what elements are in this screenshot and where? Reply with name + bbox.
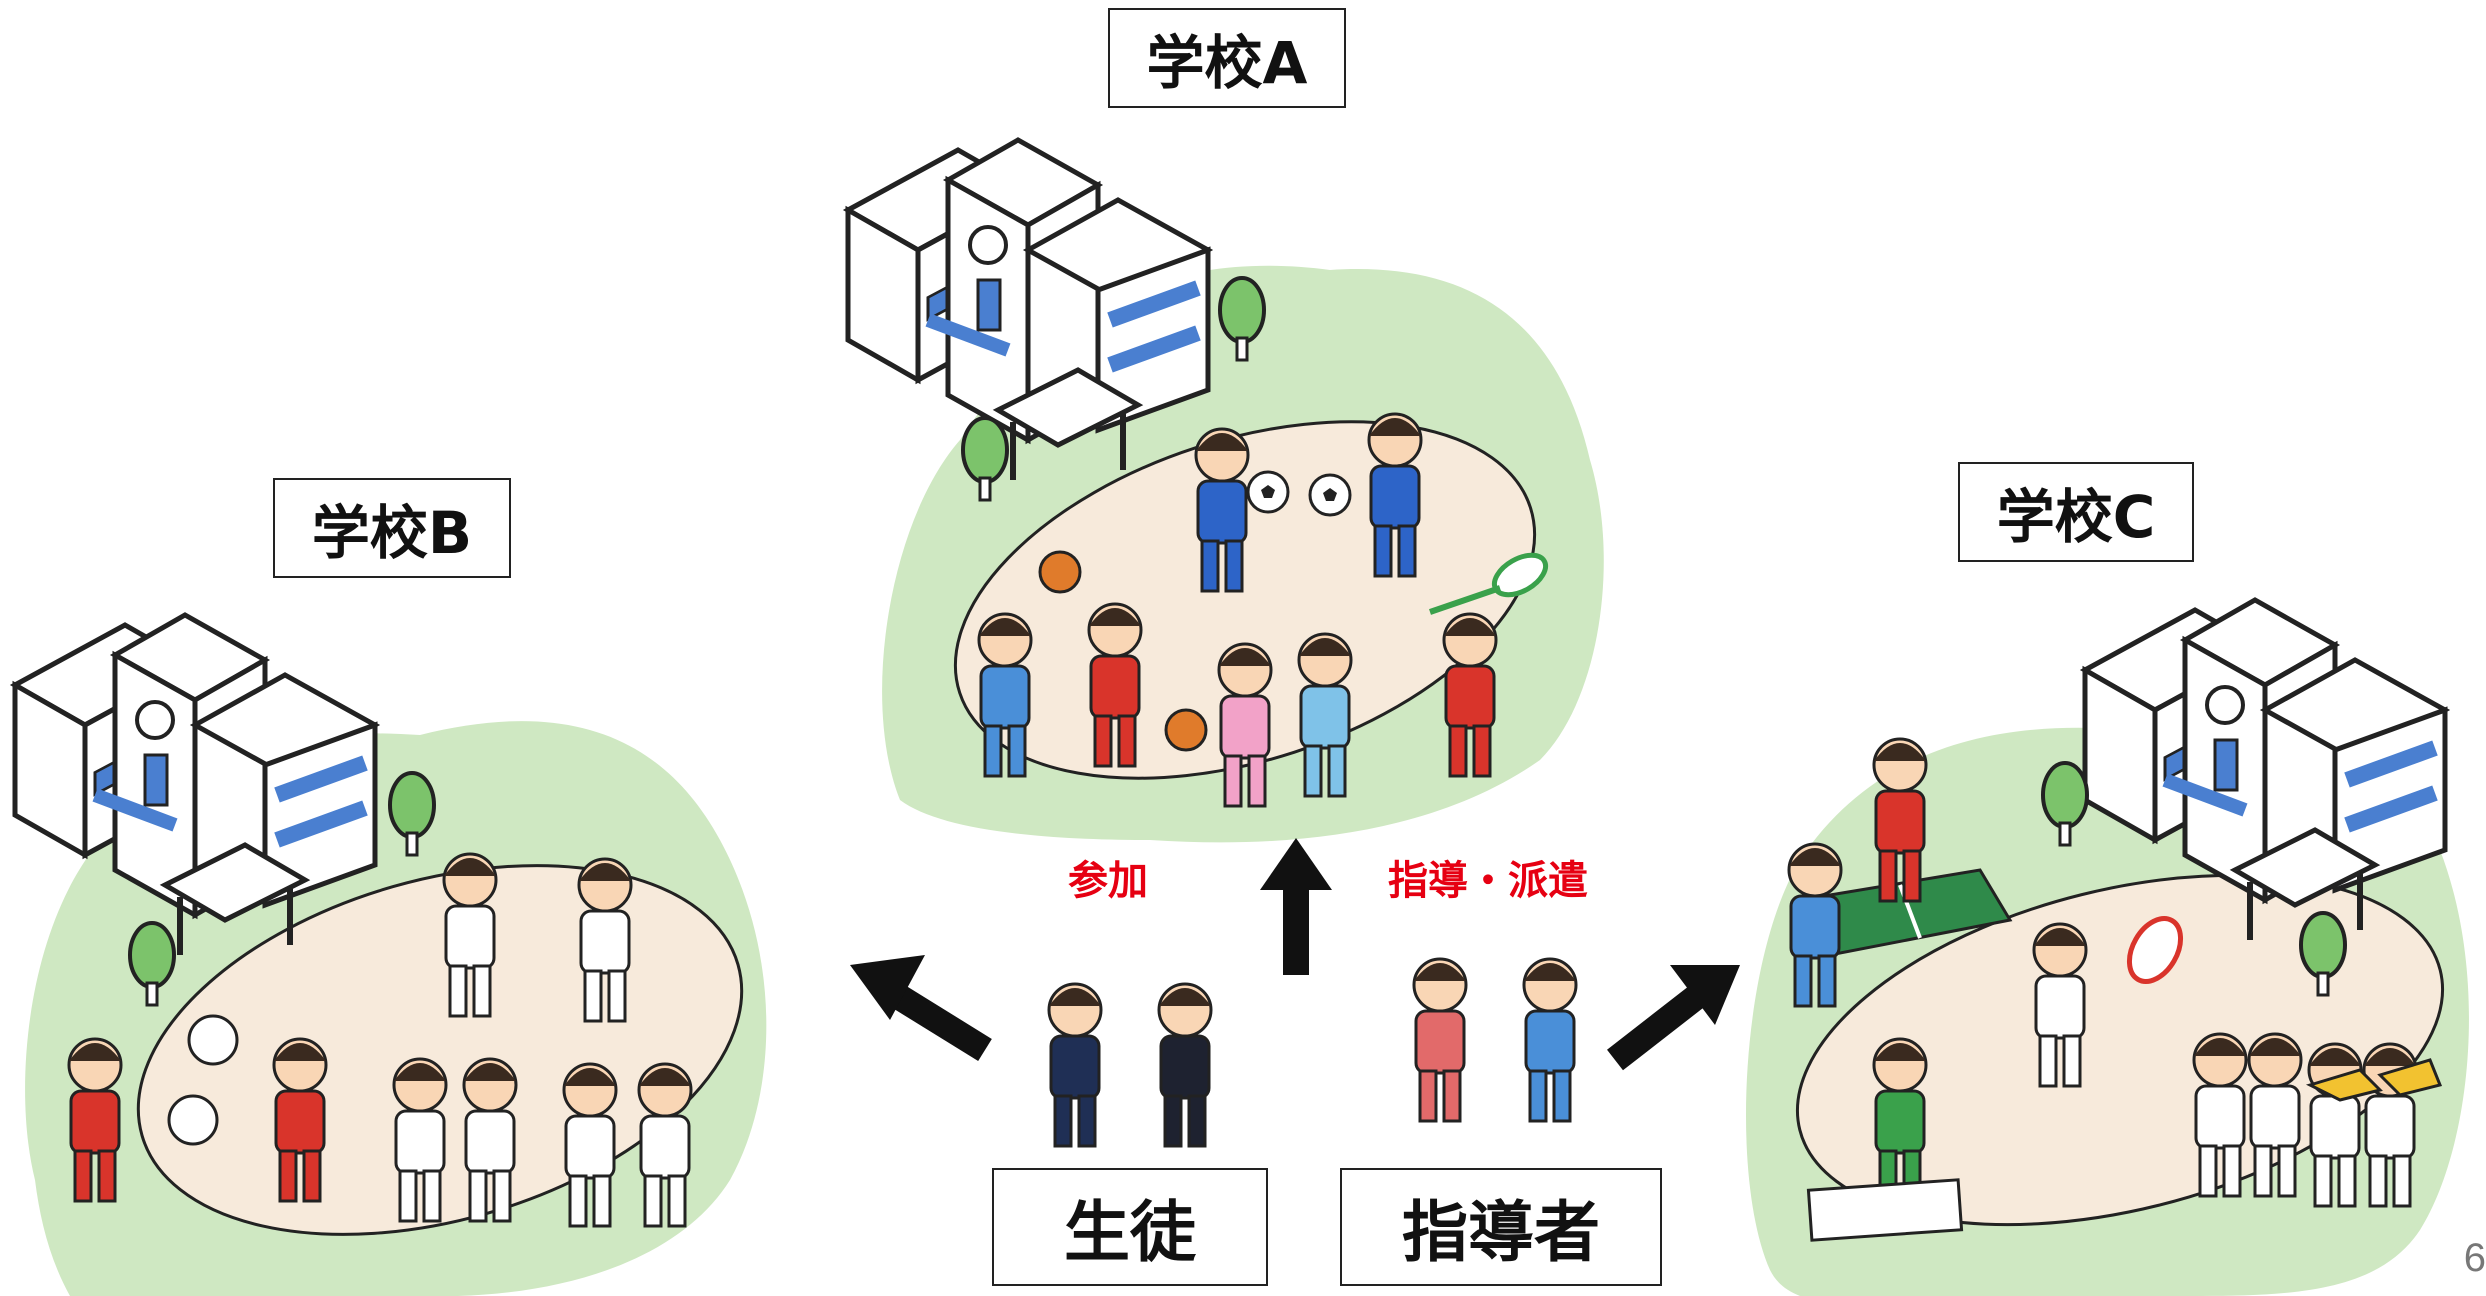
school-c-label: 学校C bbox=[1958, 462, 2194, 562]
arrow-to-school-c bbox=[1607, 965, 1740, 1071]
arrow-to-school-b bbox=[850, 955, 992, 1062]
participate-label: 参加 bbox=[1068, 858, 1148, 904]
instructor-woman bbox=[1412, 957, 1468, 1123]
arrow-to-school-a bbox=[1260, 838, 1332, 975]
tennis-racket-icon bbox=[2126, 916, 2184, 984]
volleyball-icon bbox=[187, 1014, 239, 1066]
instructors-figures bbox=[1412, 957, 1578, 1123]
page-number: 6 bbox=[2463, 1236, 2486, 1280]
students-label: 生徒 bbox=[992, 1168, 1268, 1286]
students-figures bbox=[1047, 982, 1213, 1148]
paint-palette-icon bbox=[1806, 1178, 1964, 1242]
soccer-ball-icon bbox=[1246, 470, 1290, 514]
basketball-icon bbox=[1038, 550, 1082, 594]
student-girl bbox=[1047, 982, 1103, 1148]
school-a-label: 学校A bbox=[1108, 8, 1346, 108]
basketball-icon bbox=[1164, 708, 1208, 752]
trumpet-icon bbox=[2305, 1058, 2443, 1102]
instructors-label: 指導者 bbox=[1340, 1168, 1662, 1286]
soccer-ball-icon bbox=[1308, 473, 1352, 517]
school-b-scene bbox=[15, 615, 767, 1296]
instructor-man bbox=[1522, 957, 1578, 1123]
volleyball-icon bbox=[167, 1094, 219, 1146]
dispatch-label: 指導・派遣 bbox=[1388, 858, 1588, 904]
student-boy bbox=[1157, 982, 1213, 1148]
badminton-racket-icon bbox=[1429, 552, 1549, 615]
school-b-label: 学校B bbox=[273, 478, 511, 578]
school-c-scene bbox=[1746, 600, 2469, 1296]
school-a-scene bbox=[848, 140, 1604, 843]
